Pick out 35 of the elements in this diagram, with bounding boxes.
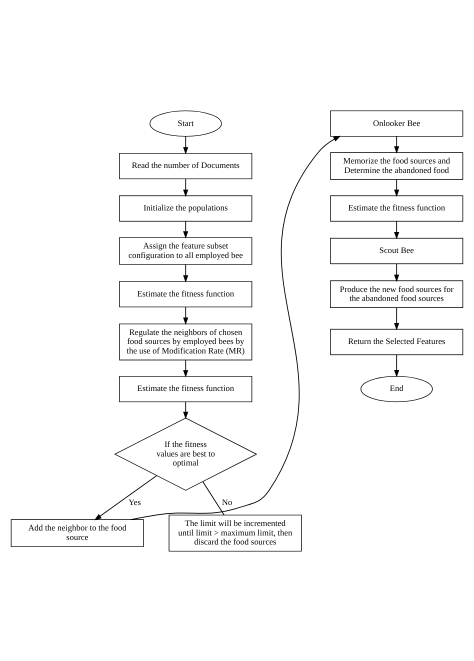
arrow <box>94 474 158 520</box>
node-ellipse: Start <box>150 110 222 136</box>
node-box: The limit will be incremented until limit > maximum limit, then discard the food sources <box>168 514 302 552</box>
arrow <box>394 178 400 197</box>
node-box: Assign the feature subset configuration to all employed bee <box>119 236 252 264</box>
arrow <box>183 401 188 419</box>
node-box: Scout Bee <box>330 237 464 264</box>
arrow <box>183 306 188 324</box>
node-box: Memorize the food sources and Determine the abandoned food <box>330 152 464 180</box>
arrow <box>183 135 188 154</box>
edge-label: Yes <box>128 496 141 506</box>
node-box: Initialize the populations <box>119 194 252 222</box>
arrow <box>183 220 188 238</box>
node-box: Estimate the fitness function <box>330 194 464 222</box>
arrow <box>130 135 341 520</box>
arrow <box>183 359 188 377</box>
edge-label: No <box>222 496 232 506</box>
node-box: Estimate the fitness function <box>119 280 252 307</box>
arrow <box>394 220 400 239</box>
node-ellipse: End <box>360 375 433 402</box>
connector <box>202 480 225 515</box>
arrow <box>394 306 400 330</box>
node-box: Regulate the neighbors of chosen food sources by employed bees by the use of Modification Rate (MR) <box>119 323 252 360</box>
arrow <box>394 354 400 377</box>
node-box: Onlooker Bee <box>330 110 464 136</box>
arrow <box>183 264 188 282</box>
node-box: Read the number of Documents <box>119 152 252 179</box>
node-box: Estimate the fitness function <box>119 375 252 402</box>
arrow <box>394 262 400 282</box>
arrow <box>394 135 400 154</box>
node-diamond: If the fitness values are best to optimal <box>114 417 258 490</box>
node-box: Return the Selected Features <box>330 328 464 355</box>
node-box: Add the neighbor to the food source <box>10 518 144 546</box>
arrow <box>183 178 188 196</box>
node-box: Produce the new food sources for the abandoned food sources <box>330 280 464 308</box>
